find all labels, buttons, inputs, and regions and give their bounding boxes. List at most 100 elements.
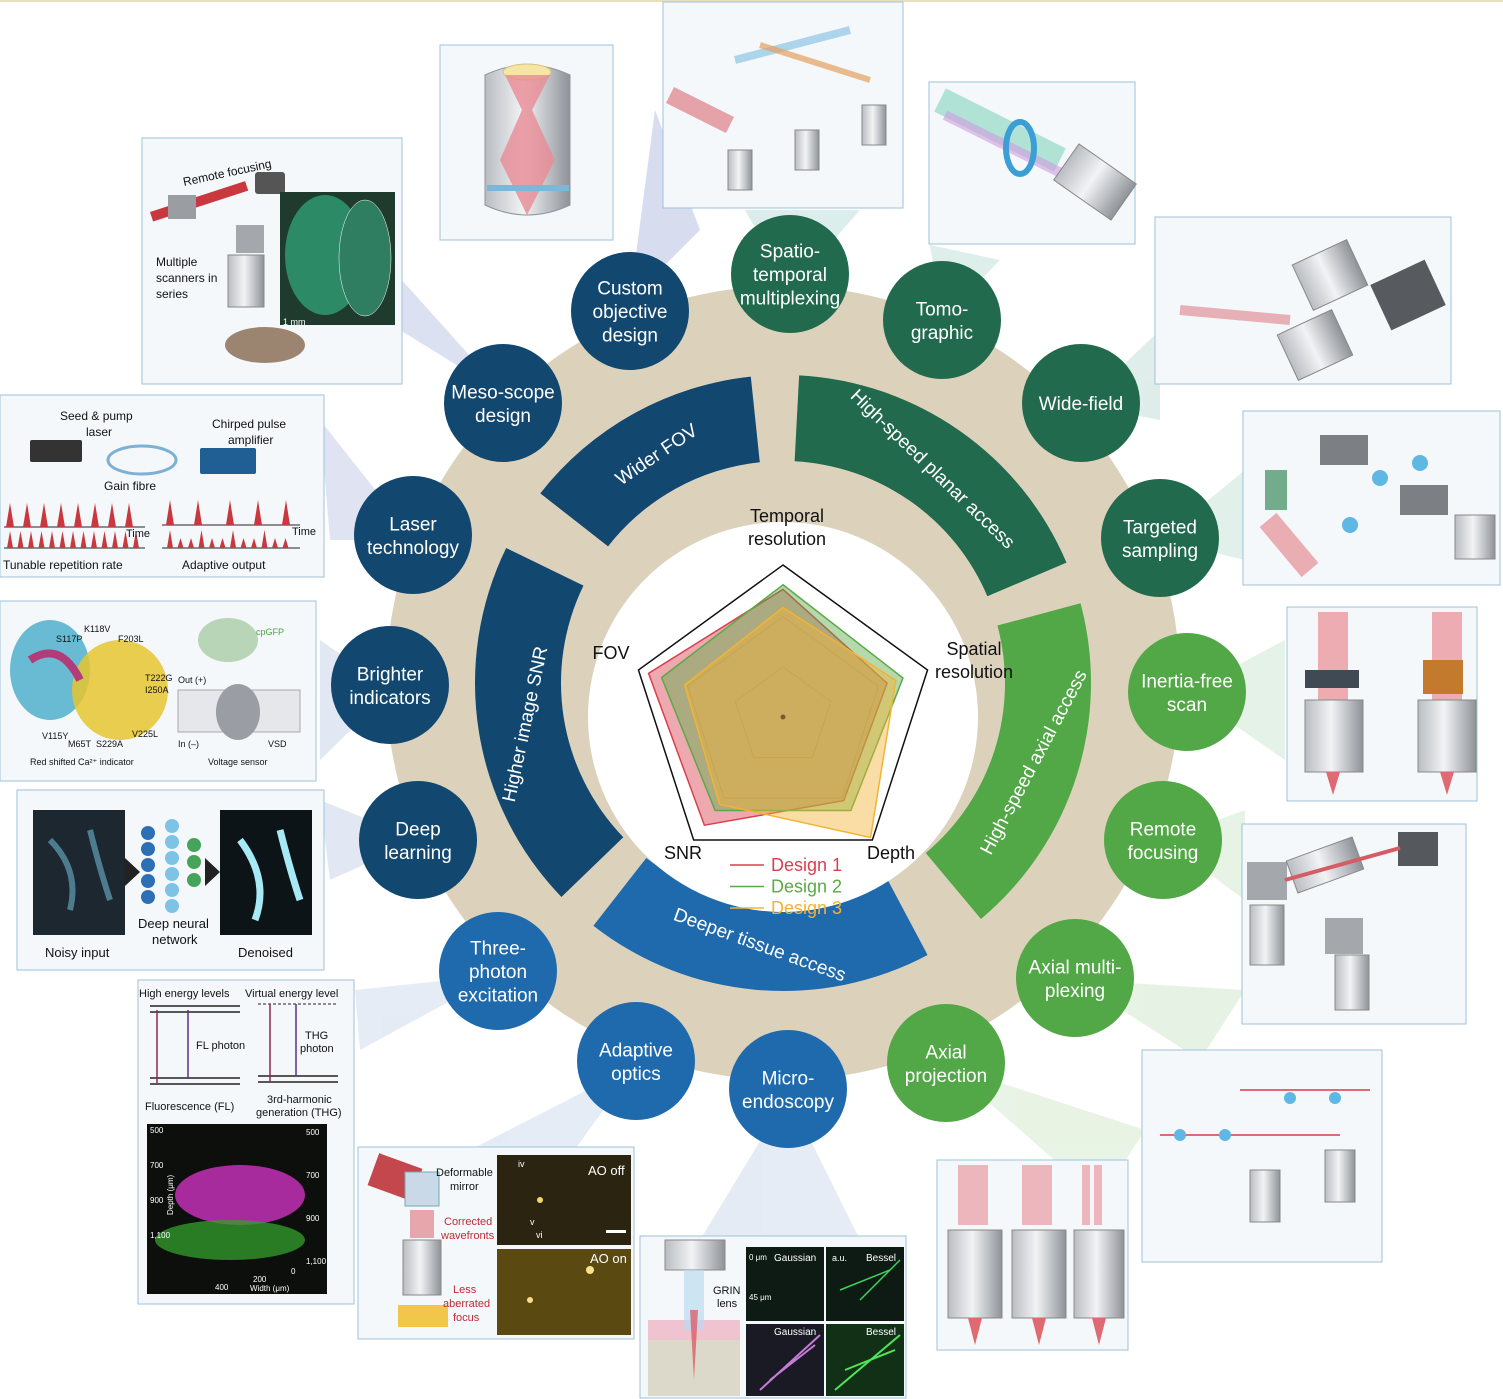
circle-tomo: [883, 261, 1001, 379]
seed-pump-line-1: Seed & pump: [60, 409, 133, 423]
adaptive-optics-panel: Deformable mirror Corrected wavefronts L…: [357, 1146, 635, 1340]
voltage-sensor-label: Voltage sensor: [208, 757, 268, 767]
um45-label: 45 μm: [749, 1293, 772, 1302]
multiple-scanners-line-3: series: [156, 287, 188, 301]
gaussian-top-label: Gaussian: [774, 1253, 816, 1264]
third-harmonic-line-1: 3rd-harmonic: [267, 1094, 332, 1106]
multiple-scanners-line-1: Multiple: [156, 255, 198, 269]
roman-iv: iv: [518, 1159, 525, 1169]
radar-series-2: [660, 583, 904, 812]
nn-node: [141, 874, 155, 888]
circle-axial-multi-label-1: Axial multi-: [1029, 957, 1122, 978]
legend-label-2: Design 2: [771, 877, 842, 897]
depth-tick-right: 1,100: [306, 1257, 327, 1266]
targeted-panel: [1242, 410, 1501, 586]
virtual-energy-label: Virtual energy level: [245, 988, 338, 1000]
radar-center: [780, 714, 786, 720]
thg-photon-line-1: THG: [305, 1030, 328, 1042]
fl-photon-label: FL photon: [196, 1040, 245, 1052]
circle-brighter: [331, 626, 449, 744]
nn-node: [187, 855, 201, 869]
axis-temporal-line-2: resolution: [748, 529, 826, 549]
circle-inertia-label-1: Inertia-free: [1141, 671, 1233, 692]
high-energy-label: High energy levels: [139, 988, 230, 1000]
axis-spatial-line-2: resolution: [935, 662, 1013, 682]
adaptive-output-label: Adaptive output: [182, 558, 266, 572]
chirped-line-2: amplifier: [228, 433, 273, 447]
technique-circles: CustomobjectivedesignMeso-scopedesignLas…: [331, 215, 1246, 1148]
circle-targeted-label-2: sampling: [1122, 541, 1198, 562]
less-aberrated-line-3: focus: [453, 1312, 480, 1324]
thg-photon-line-2: photon: [300, 1043, 334, 1055]
red-ca-label: Red shifted Ca²⁺ indicator: [30, 757, 134, 767]
circle-micro: [729, 1030, 847, 1148]
three-photon-panel: High energy levels Virtual energy level …: [137, 979, 355, 1305]
band-wider-fov: [540, 376, 760, 547]
circle-wide-field-label-1: Wide-field: [1039, 394, 1123, 415]
mutation-label: S117P: [56, 634, 82, 644]
deformable-line-1: Deformable: [436, 1167, 493, 1179]
ao-on-label: AO on: [590, 1251, 627, 1266]
time-label-left: Time: [126, 528, 150, 540]
axis-depth: Depth: [867, 843, 915, 863]
circle-remote-label-2: focusing: [1128, 843, 1199, 864]
um0-label: 0 μm: [749, 1253, 767, 1262]
depth-tick-right: 700: [306, 1171, 320, 1180]
circle-meso-scope: [444, 344, 562, 462]
band-planar-access: [794, 375, 1067, 597]
band-axial-access: [925, 603, 1091, 919]
depth-tick-right: 900: [306, 1214, 320, 1223]
mutation-label: T222G: [145, 673, 173, 683]
wide-field-panel: [1154, 216, 1452, 385]
circle-deep-learning-label-2: learning: [384, 843, 452, 864]
band-deeper-access: [593, 857, 928, 991]
nn-node: [141, 842, 155, 856]
band-higher-snr: [474, 547, 624, 897]
circle-spatio-label-3: multiplexing: [740, 289, 840, 310]
vsd-label: VSD: [268, 739, 287, 749]
depth-axis-label: Depth (μm): [166, 1174, 175, 1215]
cpgfp-label: cpGFP: [256, 627, 284, 637]
tunable-repetition-label: Tunable repetition rate: [3, 558, 123, 572]
grin-line-1: GRIN: [713, 1285, 741, 1297]
tomographic-panel: [928, 81, 1137, 245]
nn-node: [165, 819, 179, 833]
nn-node: [187, 838, 201, 852]
nn-node: [165, 899, 179, 913]
mutation-label: F203L: [118, 634, 144, 644]
circle-three-photon: [439, 912, 557, 1030]
corrected-line-2: wavefronts: [440, 1230, 495, 1242]
dnn-line-1: Deep neural: [138, 916, 209, 931]
width-tick: 0: [291, 1267, 296, 1276]
deformable-line-2: mirror: [450, 1181, 479, 1193]
top-rule: [0, 0, 1503, 2]
third-harmonic-line-2: generation (THG): [256, 1107, 342, 1119]
inertia-free-panel: [1286, 606, 1478, 802]
nn-node: [141, 826, 155, 840]
in-minus-label: In (–): [178, 739, 199, 749]
nn-node: [141, 858, 155, 872]
circle-remote: [1104, 781, 1222, 899]
circle-micro-label-1: Micro-: [762, 1068, 815, 1089]
radar-grid-ring: [637, 564, 929, 841]
noisy-input-label: Noisy input: [45, 945, 110, 960]
radar-chart: TemporalresolutionSpatialresolutionDepth…: [588, 506, 1013, 918]
depth-tick-left: 900: [150, 1196, 164, 1205]
circle-spatio-label-1: Spatio-: [760, 242, 820, 263]
nn-node: [187, 873, 201, 887]
circle-tomo-label-1: Tomo-: [916, 299, 969, 320]
chirped-line-1: Chirped pulse: [212, 417, 286, 431]
circle-axial-proj: [887, 1004, 1005, 1122]
micro-endoscopy-panel: GRIN lens Gaussian Bessel Gaussian Besse…: [639, 1235, 907, 1399]
dnn-line-2: network: [152, 932, 198, 947]
axis-temporal-line-1: Temporal: [750, 506, 824, 526]
circle-remote-label-1: Remote: [1130, 819, 1197, 840]
legend-label-3: Design 3: [771, 898, 842, 918]
depth-tick-right: 500: [306, 1128, 320, 1137]
circle-laser: [354, 476, 472, 594]
circle-adaptive-label-1: Adaptive: [599, 1040, 673, 1061]
bessel-top-label: Bessel: [866, 1253, 896, 1264]
corrected-line-1: Corrected: [444, 1216, 492, 1228]
axial-projection-panel: [936, 1159, 1129, 1351]
